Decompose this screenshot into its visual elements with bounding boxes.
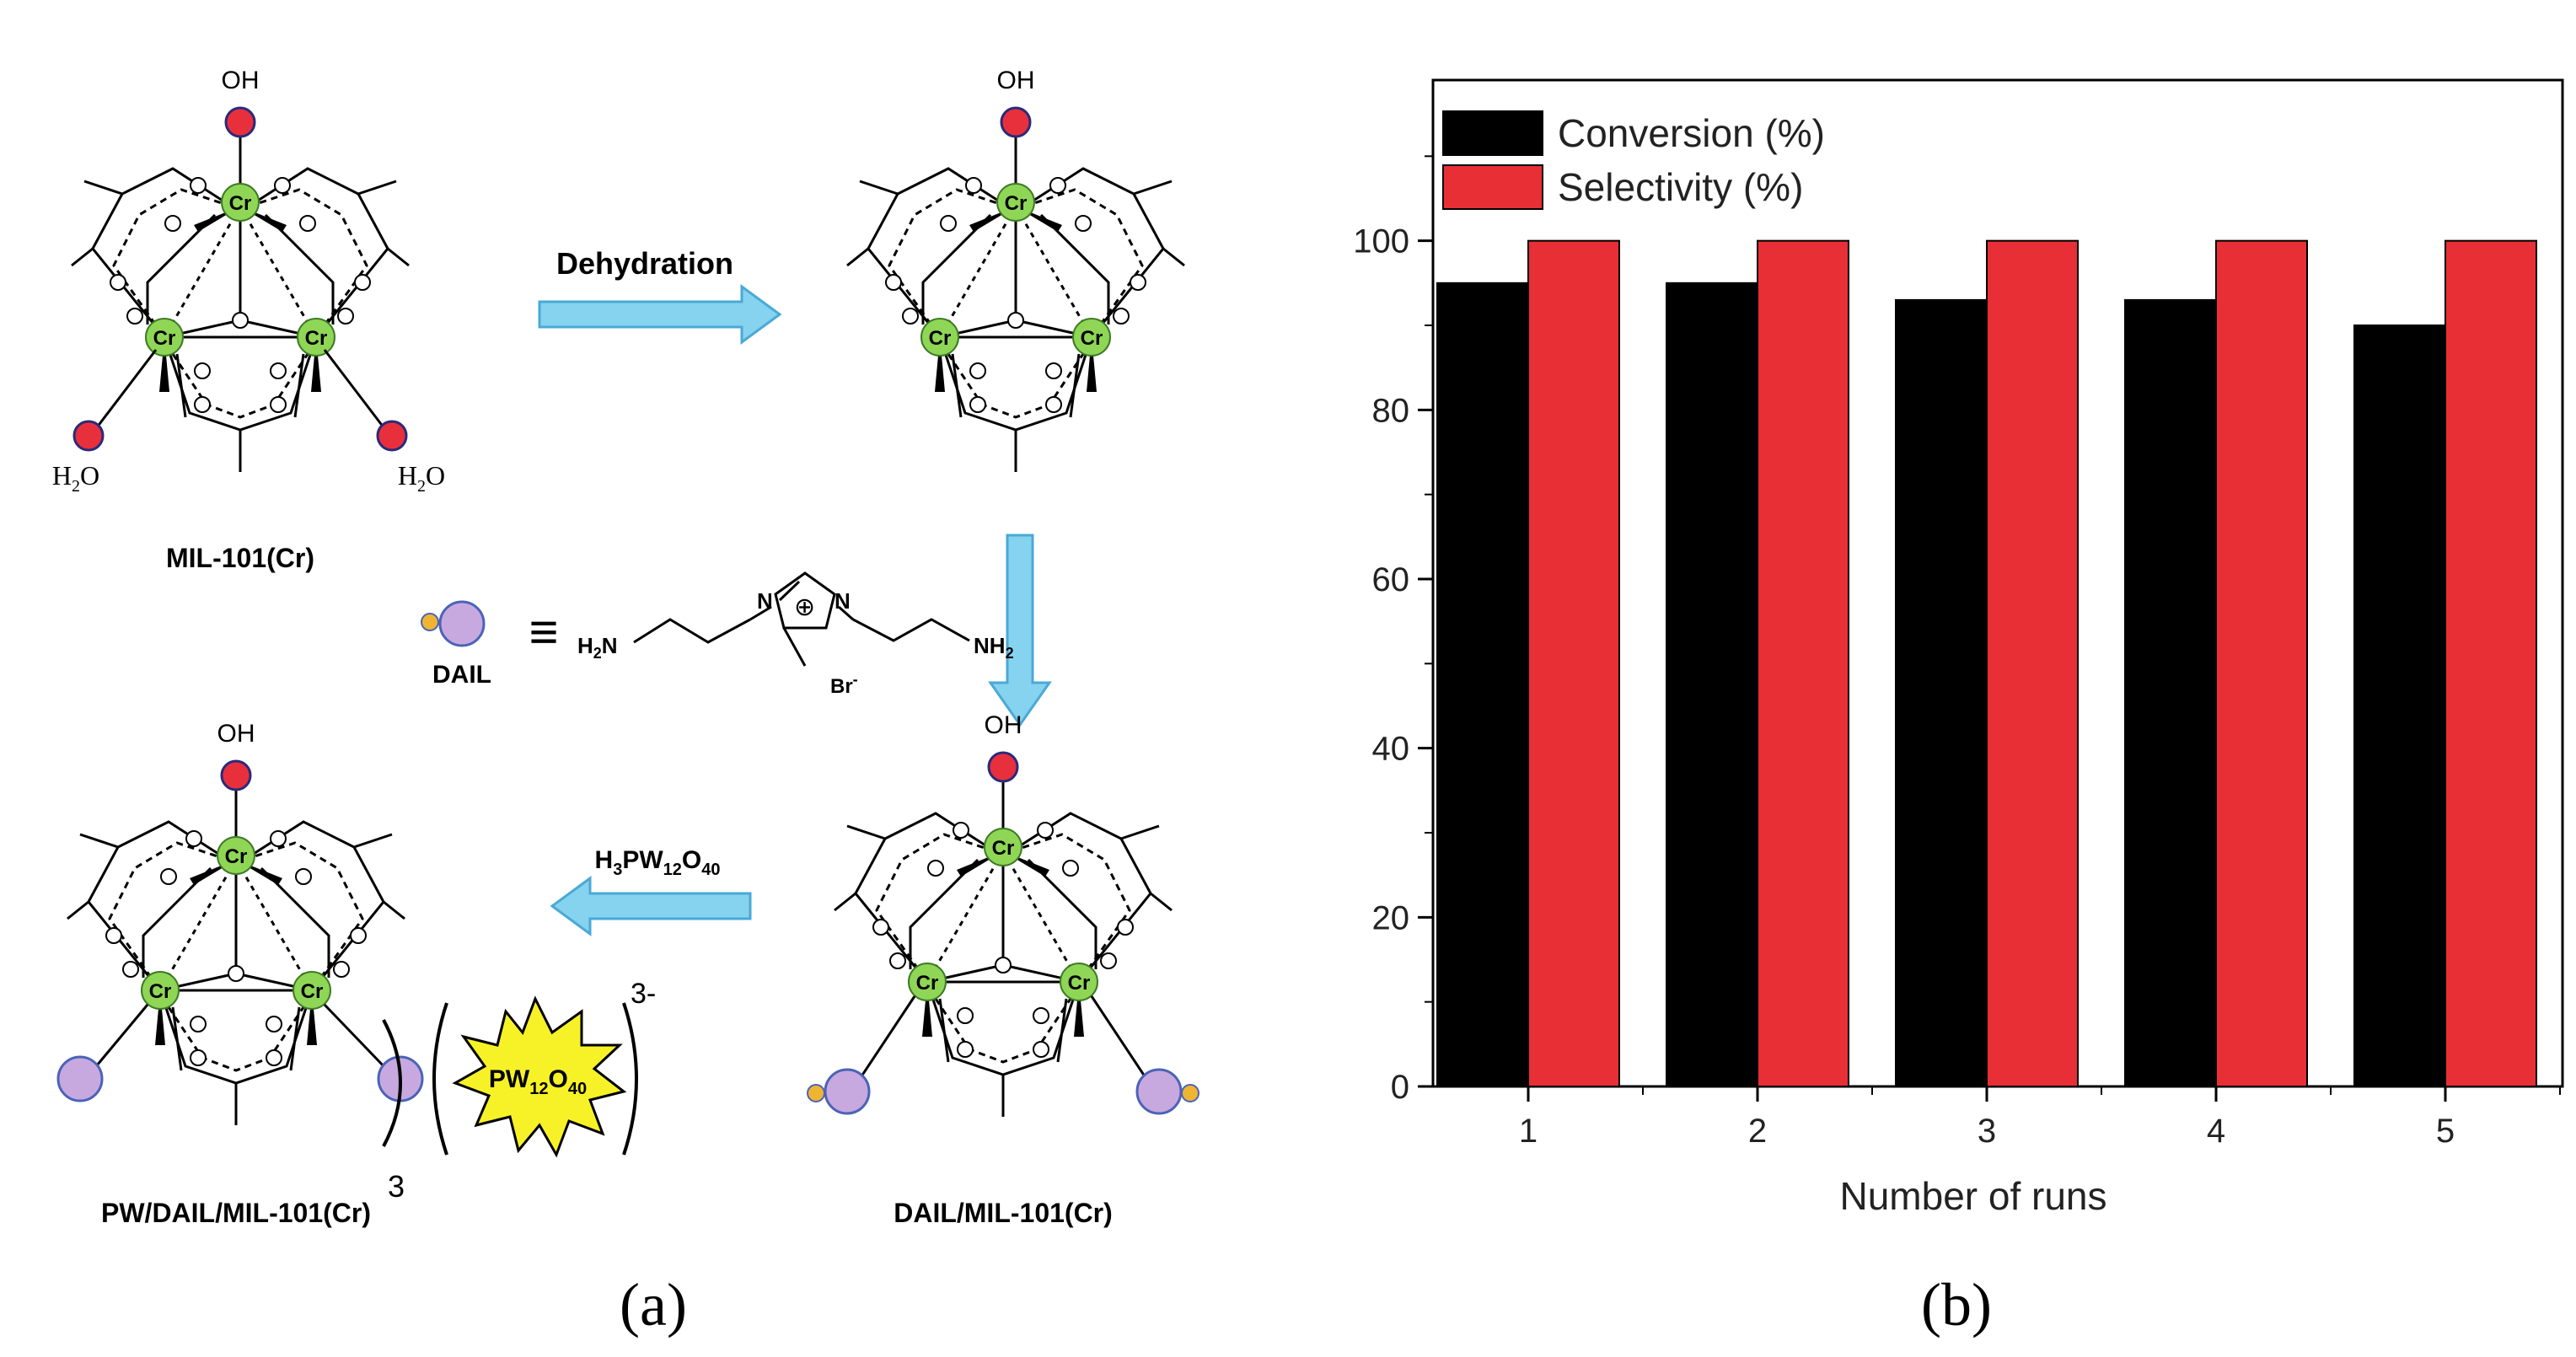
bar-selectivity-run-2 [1757, 239, 1849, 1087]
panel-label-b: (b) [1921, 1271, 1992, 1338]
reagent-label: H3PW12O40 [595, 846, 721, 879]
panel-label-a: (a) [620, 1271, 687, 1338]
polyanion-charge: 3- [631, 978, 656, 1010]
dehydration-arrow: Dehydration [538, 246, 782, 345]
dail-name: DAIL [432, 661, 491, 689]
equiv-sign: ≡ [529, 603, 558, 660]
cr-label: Cr [225, 845, 248, 868]
y-tick-label: 80 [1372, 392, 1410, 429]
bar-selectivity-run-3 [1986, 239, 2079, 1087]
dail-symbol [438, 600, 486, 647]
water-label: H2O [52, 460, 99, 496]
bar-selectivity-run-4 [2215, 239, 2308, 1087]
y-tick-label: 0 [1391, 1069, 1409, 1106]
dail-nh2-left: H2N [577, 633, 618, 662]
bar-conversion-run-5 [2353, 324, 2446, 1087]
cr-label: Cr [305, 327, 328, 350]
cr-label: Cr [301, 980, 324, 1003]
x-tick-label: 3 [1978, 1113, 1996, 1150]
polyanion: 3 PW12O40 3- [382, 978, 656, 1204]
dail-nh2-right: NH2 [974, 633, 1014, 662]
oh-label: OH [222, 67, 260, 94]
cr-label: Cr [1005, 192, 1028, 215]
dail-mil-caption: DAIL/MIL-101(Cr) [894, 1198, 1113, 1228]
dehydrated-cluster: OH Cr Cr Cr [845, 67, 1186, 474]
pw-dail-mil-caption: PW/DAIL/MIL-101(Cr) [101, 1198, 371, 1228]
x-tick-label: 1 [1519, 1113, 1538, 1150]
cr-label: Cr [229, 192, 252, 215]
reaction-scheme: OH Cr Cr Cr H2O H2O MIL-101(Cr) Dehydrat… [52, 67, 1199, 1338]
dail-n1: N [757, 588, 773, 614]
bar-chart: 0 20 40 60 80 100 1 2 3 4 5 Conversion (%) Select… [1353, 78, 2564, 1338]
polyanion-star [452, 995, 627, 1158]
cation-count: 3 [388, 1169, 405, 1204]
cr-label: Cr [916, 972, 939, 995]
legend-label-selectivity: Selectivity (%) [1558, 165, 1803, 209]
x-tick-label: 5 [2436, 1113, 2455, 1150]
cr-label: Cr [149, 980, 172, 1003]
cr-label: Cr [929, 327, 952, 350]
pw-dail-mil-cluster: OH Cr Cr Cr PW/DAIL/MIL-101(Cr) [56, 720, 424, 1228]
oh-label: OH [997, 67, 1035, 94]
x-axis-title: Number of runs [1839, 1174, 2106, 1218]
dail-plus: ⊕ [794, 593, 815, 621]
dail-mil-cluster: OH Cr Cr Cr DAIL/MIL-101(Cr) [807, 711, 1199, 1228]
mil-caption: MIL-101(Cr) [166, 543, 314, 573]
x-tick-label: 2 [1748, 1113, 1767, 1150]
dail-definition: DAIL ≡ H2N N ⊕ N NH2 Br- [421, 571, 1014, 698]
cr-label: Cr [992, 837, 1015, 860]
legend: Conversion (%) Selectivity (%) [1442, 110, 1825, 210]
y-tick-label: 100 [1353, 223, 1409, 260]
y-tick-label: 40 [1372, 731, 1410, 768]
bar-selectivity-run-1 [1527, 239, 1620, 1087]
legend-swatch-conversion [1442, 110, 1543, 156]
bar-conversion-run-3 [1895, 298, 1988, 1087]
legend-swatch-selectivity [1442, 164, 1543, 210]
bar-conversion-run-2 [1666, 282, 1758, 1088]
y-tick-label: 20 [1372, 899, 1410, 936]
bar-selectivity-run-5 [2445, 239, 2537, 1087]
cr-label: Cr [1068, 972, 1091, 995]
y-tick-label: 60 [1372, 561, 1410, 598]
dail-n2: N [835, 588, 851, 614]
grafting-arrow [988, 534, 1052, 727]
x-tick-label: 4 [2207, 1113, 2225, 1150]
oh-label: OH [985, 711, 1022, 739]
impregnation-arrow: H3PW12O40 [550, 846, 752, 936]
polyanion-formula: PW12O40 [489, 1065, 587, 1098]
bar-conversion-run-1 [1436, 282, 1529, 1088]
dehydration-label: Dehydration [556, 246, 733, 281]
legend-label-conversion: Conversion (%) [1558, 111, 1825, 155]
mil-101-cluster: OH Cr Cr Cr H2O H2O MIL-101(Cr) [52, 67, 445, 573]
dail-br: Br- [830, 671, 858, 698]
cr-label: Cr [1081, 327, 1103, 350]
bar-conversion-run-4 [2124, 298, 2217, 1087]
oh-label: OH [217, 720, 255, 748]
water-label: H2O [398, 460, 445, 496]
cr-label: Cr [153, 327, 176, 350]
